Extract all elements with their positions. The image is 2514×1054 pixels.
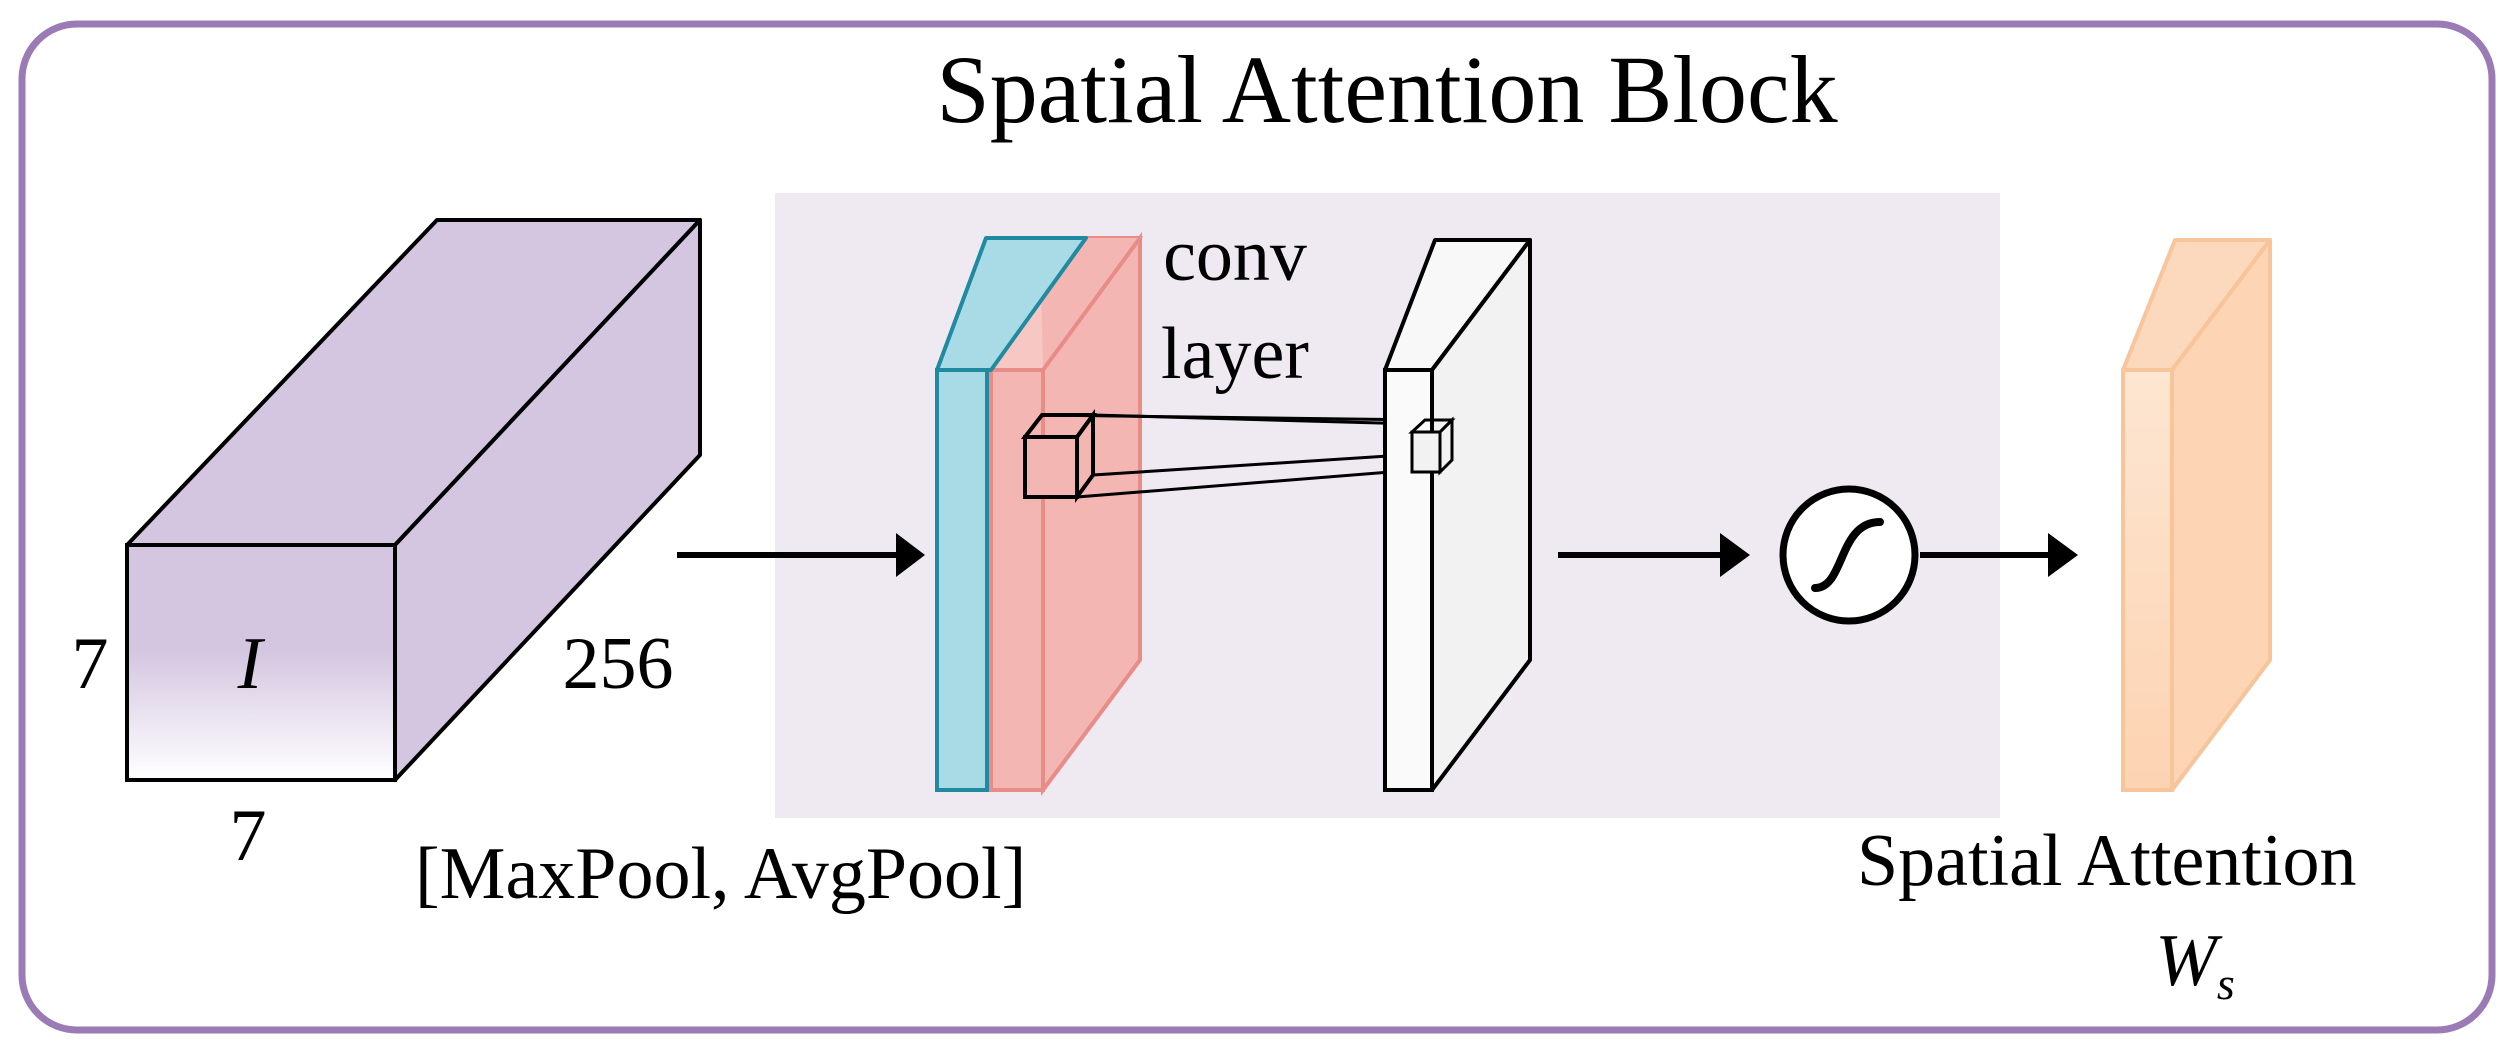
input-symbol: I [237,623,266,705]
output-symbol-main: W [2155,920,2223,1002]
input-height-label: 7 [72,623,109,705]
input-tensor-block [125,218,702,782]
diagram-title: Spatial Attention Block [936,36,1837,143]
conv-output-map [1383,238,1532,792]
kernel-cube-output [1408,416,1456,476]
output-symbol-subscript: s [2217,958,2235,1009]
conv-label-line2: layer [1161,313,1309,395]
output-symbol: Ws [2155,920,2235,1009]
output-label: Spatial Attention [1857,820,2356,902]
input-front-face [125,543,397,782]
input-depth-label: 256 [563,623,674,705]
arrow-head-1 [896,533,925,577]
input-width-label: 7 [230,795,267,877]
sigmoid-icon [1779,485,1919,625]
pooling-label: [MaxPool, AvgPool] [415,833,1026,915]
arrow-head-2 [1720,533,1750,577]
spatial-attention-map [2121,238,2272,792]
maxpool-map [935,236,1088,792]
conv-label-line1: conv [1163,215,1307,297]
arrow-head-3 [2048,533,2078,577]
